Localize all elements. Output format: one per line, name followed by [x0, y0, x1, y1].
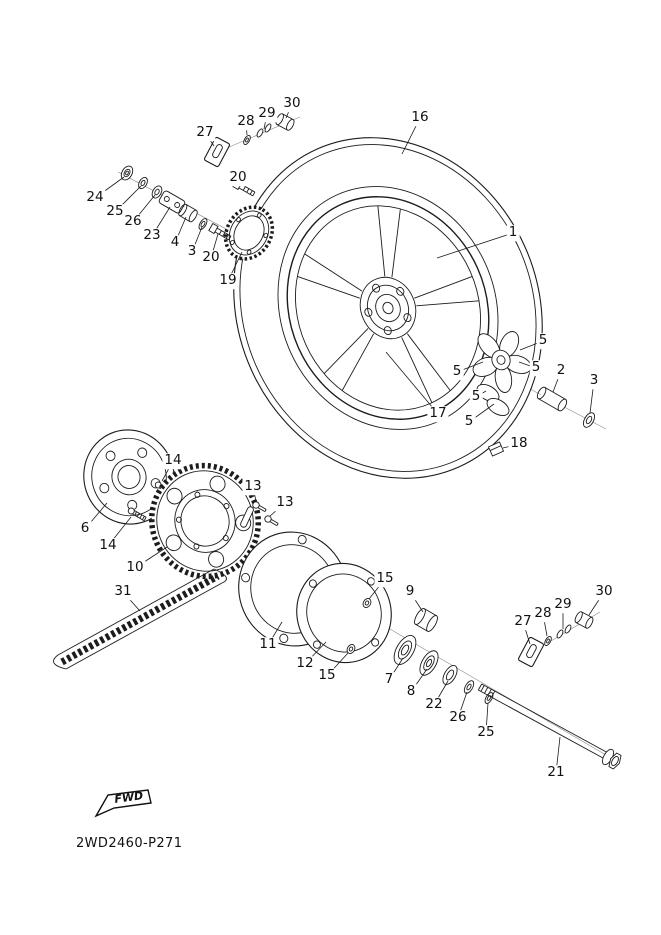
callout-15: 15 — [316, 667, 338, 684]
callout-11: 11 — [257, 636, 279, 653]
driven-sprocket — [137, 452, 272, 591]
callout-10: 10 — [124, 559, 146, 576]
callout-17: 17 — [427, 405, 449, 422]
plate-23 — [158, 190, 186, 214]
fwd-label: FWD — [114, 789, 144, 806]
callout-5: 5 — [469, 388, 483, 405]
callout-20: 20 — [200, 249, 222, 266]
ring-29-bottom — [556, 624, 572, 639]
callout-30: 30 — [281, 95, 303, 112]
rear-wheel-tire — [180, 88, 596, 528]
callout-26: 26 — [122, 213, 144, 230]
chain-puller-bottom — [518, 637, 544, 667]
damper-block-loose-2 — [484, 395, 512, 419]
stud-14-b — [127, 507, 146, 522]
oil-seal-7 — [390, 632, 421, 668]
callout-20: 20 — [227, 169, 249, 186]
callout-24: 24 — [84, 189, 106, 206]
washer-25-top — [137, 176, 150, 190]
callout-31: 31 — [112, 583, 134, 600]
leader-line-17 — [385, 351, 439, 415]
callout-22: 22 — [423, 696, 445, 713]
callout-3: 3 — [587, 372, 601, 389]
chain-puller-top — [204, 137, 230, 167]
nut-15-b — [345, 643, 356, 655]
damper-assembly — [460, 317, 542, 403]
ring-3-left — [197, 217, 208, 230]
callout-4: 4 — [168, 234, 182, 251]
callout-27: 27 — [194, 124, 216, 141]
callout-5: 5 — [536, 332, 550, 349]
adjuster-bolt-lower — [209, 224, 232, 242]
callout-5: 5 — [450, 363, 464, 380]
collar-4 — [177, 203, 199, 223]
bearing-8 — [416, 648, 442, 678]
callout-2: 2 — [554, 362, 568, 379]
callout-13: 13 — [242, 478, 264, 495]
callout-5: 5 — [462, 413, 476, 430]
callout-18: 18 — [508, 435, 530, 452]
leader-line-1 — [436, 232, 514, 259]
callout-26: 26 — [447, 709, 469, 726]
callout-21: 21 — [545, 764, 567, 781]
nut-18 — [488, 442, 503, 456]
washer-28-top — [242, 134, 251, 145]
ring-29-top — [256, 123, 272, 138]
callout-27: 27 — [512, 613, 534, 630]
drawing-number: 2WD2460-P271 — [76, 836, 183, 851]
fwd-arrow-icon — [94, 789, 152, 818]
drive-chain — [54, 569, 227, 669]
callout-14: 14 — [97, 537, 119, 554]
callout-12: 12 — [294, 655, 316, 672]
screw-13-a — [252, 501, 267, 514]
callout-15: 15 — [374, 570, 396, 587]
disc-plate-12 — [284, 551, 404, 675]
wheel-axle — [478, 684, 623, 770]
callout-29: 29 — [552, 596, 574, 613]
callout-19: 19 — [217, 272, 239, 289]
washer-26-bottom — [462, 679, 475, 695]
screw-13-b — [264, 515, 279, 528]
callout-7: 7 — [382, 671, 396, 688]
washer-25-bottom — [483, 691, 494, 704]
sensor-rotor — [216, 199, 281, 268]
collar-30-bottom — [574, 611, 595, 630]
callout-28: 28 — [532, 605, 554, 622]
washer-3-right — [581, 411, 597, 429]
callout-5: 5 — [529, 359, 543, 376]
washer-28-bottom — [543, 635, 552, 646]
callout-3: 3 — [185, 243, 199, 260]
retainer-strip — [240, 506, 255, 528]
callout-29: 29 — [256, 105, 278, 122]
spacer-collar-9 — [412, 607, 439, 633]
callout-25: 25 — [475, 724, 497, 741]
callout-1: 1 — [506, 224, 520, 241]
callout-16: 16 — [409, 109, 431, 126]
callout-28: 28 — [235, 113, 257, 130]
callout-13: 13 — [274, 494, 296, 511]
callout-30: 30 — [593, 583, 615, 600]
callout-9: 9 — [403, 583, 417, 600]
callout-14: 14 — [162, 452, 184, 469]
ring-22 — [440, 663, 460, 687]
callout-23: 23 — [141, 227, 163, 244]
washer-24 — [119, 164, 135, 182]
callout-6: 6 — [78, 520, 92, 537]
axle-collar-2 — [536, 386, 569, 412]
callout-25: 25 — [104, 203, 126, 220]
fwd-indicator: FWD — [94, 789, 152, 818]
collar-30-top — [274, 113, 295, 132]
callout-8: 8 — [404, 683, 418, 700]
